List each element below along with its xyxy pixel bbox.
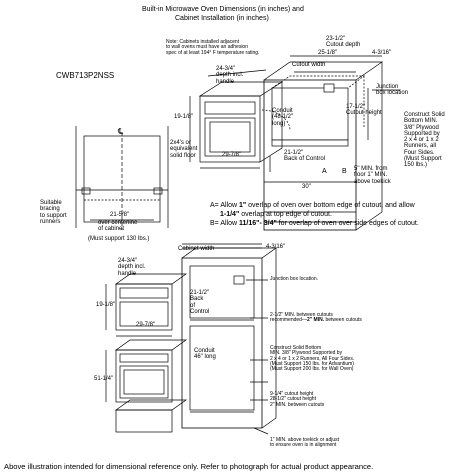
allowance-b-bold: 11/16"- 3/4" [239, 220, 277, 227]
centerline-label: over centerline of cabinet [98, 220, 138, 233]
support-130-label: (Must support 130 lbs.) [88, 236, 150, 242]
toekick-note: 1" MIN. above toekick or adjust to ensur… [270, 437, 340, 449]
spacing-note-text: 2-1/2" MIN. between cutouts recommended— [270, 312, 333, 324]
dim-4-3-16-bottom: 4-3/16" [266, 244, 286, 250]
cutout-depth-label: 23-1/2" Cutout depth [326, 36, 361, 49]
width-30-label: 30" [302, 184, 311, 190]
height-19-bottom: 19-1/8" [96, 302, 116, 308]
label-a: A [322, 168, 327, 175]
top-oven-drawing [189, 69, 291, 172]
allowance-a-line-2: 1-1/4" overlap at top edge of cutout. [220, 211, 332, 218]
allowance-a-prefix: A= Allow [210, 202, 239, 209]
cabinet-width-label: Cabinet width [178, 246, 215, 252]
allowance-a2-text: overlap at top edge of cutout. [239, 211, 332, 218]
allowance-a-bold: 1" [239, 202, 247, 209]
depth-handle-bottom: 24-3/4" depth incl. handle [118, 258, 146, 277]
top-cabinet-drawing [263, 55, 400, 231]
footer-disclaimer: Above illustration intended for dimensio… [4, 462, 374, 471]
junction-box-label: Junction box location [376, 84, 409, 97]
floor-min-label: 5" MIN. from floor 1" MIN. above toekick [354, 166, 391, 185]
bottom-microwave-drawing [105, 273, 188, 337]
cutout-height-label: 17-1/2" Cutout height [346, 104, 382, 117]
width-29-bottom: 29-7/8" [136, 322, 156, 328]
conduit-label: Conduit (48-1/2" long) [272, 108, 294, 127]
cutout-note-bottom: 9-1/4" cutout height 28-1/2" cutout heig… [270, 391, 325, 408]
left-cabinet-drawing [75, 126, 169, 230]
dim-4-3-16: 4-3/16" [372, 50, 392, 56]
page-title-line-2: Cabinet Installation (in inches) [175, 15, 269, 22]
plywood-note-top: Construct Solid Bottom MIN. 3/8" Plywood… [404, 112, 445, 169]
conduit-bottom: Conduit 46" long [194, 348, 216, 361]
bottom-cabinet-drawing [181, 243, 278, 435]
spacing-note: 2-1/2" MIN. between cutouts recommended—… [270, 312, 362, 324]
spacing-note-tail: between cutouts [324, 317, 362, 324]
allowance-b-line: B= Allow 11/16"- 3/4" for overlap of ove… [210, 220, 419, 227]
model-number: CWB713P2NSS [56, 71, 115, 80]
spacing-note-bold: 2" MIN. [306, 317, 325, 324]
back-control-label: 21-1/2" Back of Control [284, 150, 326, 163]
allowance-a-line-1: A= Allow 1" overlap of oven over bottom … [210, 202, 415, 209]
width-29-label: 29-7/8" [222, 152, 242, 158]
back-control-bottom: 21-1/2" Back of Control [190, 290, 210, 315]
depth-handle-label: 24-3/4" depth incl. handle [216, 66, 244, 85]
cabinet-note: Note: Cabinets installed adjacent to wal… [166, 39, 260, 56]
twobyfour-label: 2x4's or equivalent solid floor [170, 140, 198, 159]
label-b: B [342, 168, 347, 175]
height-19-label: 19-1/8" [174, 114, 194, 120]
dim-25-1-8: 25-1/8" [318, 50, 338, 56]
allowance-b-prefix: B= Allow [210, 220, 239, 227]
allowance-b-text: for overlap of oven over side edges of c… [276, 220, 419, 227]
allowance-a2-bold: 1-1/4" [220, 211, 240, 218]
junction-box-bottom: Junction box location. [270, 276, 319, 282]
page-title-line-1: Built-in Microwave Oven Dimensions (in i… [142, 6, 304, 13]
height-51-label: 51-1/4" [94, 376, 114, 382]
cutout-width-label: Cutout width [292, 62, 326, 68]
plywood-note-bottom: Construct Solid Bottom MIN. 3/8" Plywood… [270, 345, 355, 372]
centerline-symbol: ℄ [118, 127, 124, 136]
bracing-label: Suitable bracing to support runners [40, 200, 67, 225]
bottom-wall-oven-drawing [105, 339, 188, 433]
dim-21-5-8: 21-5/8" [110, 212, 130, 218]
allowance-a-text: overlap of oven over bottom edge of cuto… [246, 202, 415, 209]
